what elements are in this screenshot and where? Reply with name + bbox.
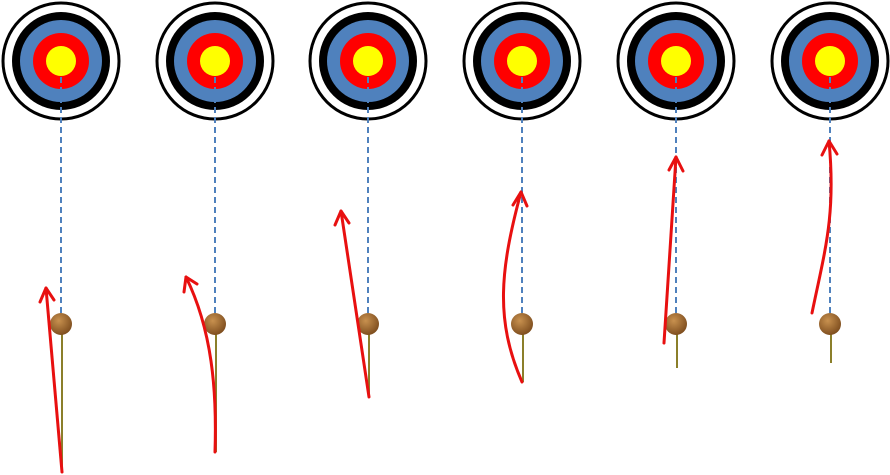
archery-target-icon bbox=[616, 1, 736, 121]
arrowhead bbox=[667, 155, 685, 173]
target-bullseye bbox=[46, 46, 76, 76]
curved-arrow-icon bbox=[182, 275, 217, 454]
target-bullseye bbox=[353, 46, 383, 76]
panel-2 bbox=[155, 1, 275, 454]
arrowhead bbox=[820, 139, 839, 157]
archery-target-icon bbox=[462, 1, 582, 121]
target-bullseye bbox=[200, 46, 230, 76]
trajectory-path bbox=[44, 286, 64, 474]
target-bullseye bbox=[815, 46, 845, 76]
wooden-ball-icon bbox=[511, 313, 533, 335]
curved-arrow-icon bbox=[662, 155, 685, 345]
archery-target-icon bbox=[308, 1, 428, 121]
panel-6 bbox=[770, 1, 890, 363]
wooden-ball-icon bbox=[819, 313, 841, 335]
arrowhead bbox=[38, 286, 56, 304]
panel-5 bbox=[616, 1, 736, 368]
curved-arrow-icon bbox=[501, 190, 529, 384]
panel-4 bbox=[462, 1, 582, 384]
wooden-ball-icon bbox=[665, 313, 687, 335]
wooden-ball-icon bbox=[50, 313, 72, 335]
trajectory-path bbox=[184, 275, 217, 454]
curved-arrow-icon bbox=[810, 139, 839, 315]
archery-target-icon bbox=[155, 1, 275, 121]
curved-arrow-icon bbox=[38, 286, 64, 474]
trajectory-path bbox=[662, 155, 678, 345]
arrowhead bbox=[511, 190, 529, 208]
archery-target-icon bbox=[1, 1, 121, 121]
archery-target-icon bbox=[770, 1, 890, 121]
wooden-ball-icon bbox=[357, 313, 379, 335]
trajectory-path bbox=[810, 139, 833, 315]
curved-arrow-icon bbox=[333, 209, 371, 399]
target-bullseye bbox=[661, 46, 691, 76]
arrowhead bbox=[333, 209, 351, 227]
wooden-ball-icon bbox=[204, 313, 226, 335]
trajectory-path bbox=[339, 209, 371, 399]
trajectory-path bbox=[501, 190, 524, 384]
arrowhead bbox=[182, 275, 199, 294]
target-bullseye bbox=[507, 46, 537, 76]
panel-3 bbox=[308, 1, 428, 399]
panel-1 bbox=[1, 1, 121, 474]
